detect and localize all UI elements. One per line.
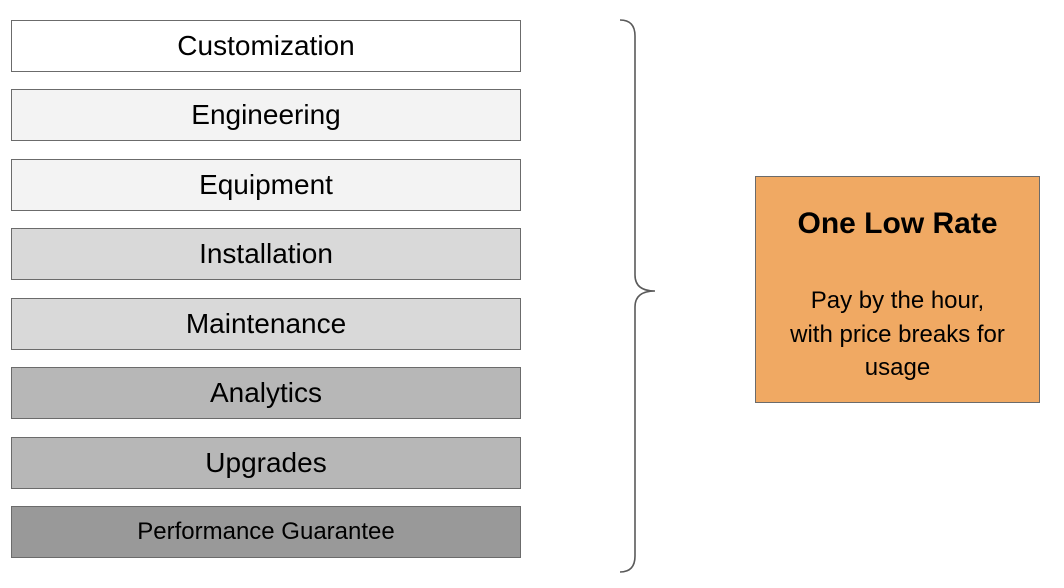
service-label: Maintenance	[185, 308, 347, 339]
curly-brace-right-icon	[619, 19, 656, 573]
service-installation: Installation	[11, 228, 521, 280]
service-customization: Customization	[11, 20, 521, 72]
service-label: Upgrades	[205, 447, 327, 478]
service-label: Engineering	[191, 99, 341, 130]
one-low-rate-box: One Low Rate Pay by the hour, with price…	[755, 176, 1040, 403]
service-upgrades: Upgrades	[11, 437, 521, 489]
service-analytics: Analytics	[11, 367, 521, 419]
service-maintenance: Maintenance	[11, 298, 521, 350]
rate-description: Pay by the hour, with price breaks for u…	[790, 287, 1005, 382]
service-label: Customization	[177, 30, 355, 61]
service-label: Analytics	[209, 377, 323, 408]
rate-title: One Low Rate	[797, 207, 998, 240]
service-performance-guarantee: Performance Guarantee	[11, 506, 521, 558]
service-engineering: Engineering	[11, 89, 521, 141]
service-label: Equipment	[199, 169, 333, 200]
service-label: Installation	[199, 238, 333, 269]
service-equipment: Equipment	[11, 159, 521, 211]
service-label: Performance Guarantee	[137, 518, 395, 545]
